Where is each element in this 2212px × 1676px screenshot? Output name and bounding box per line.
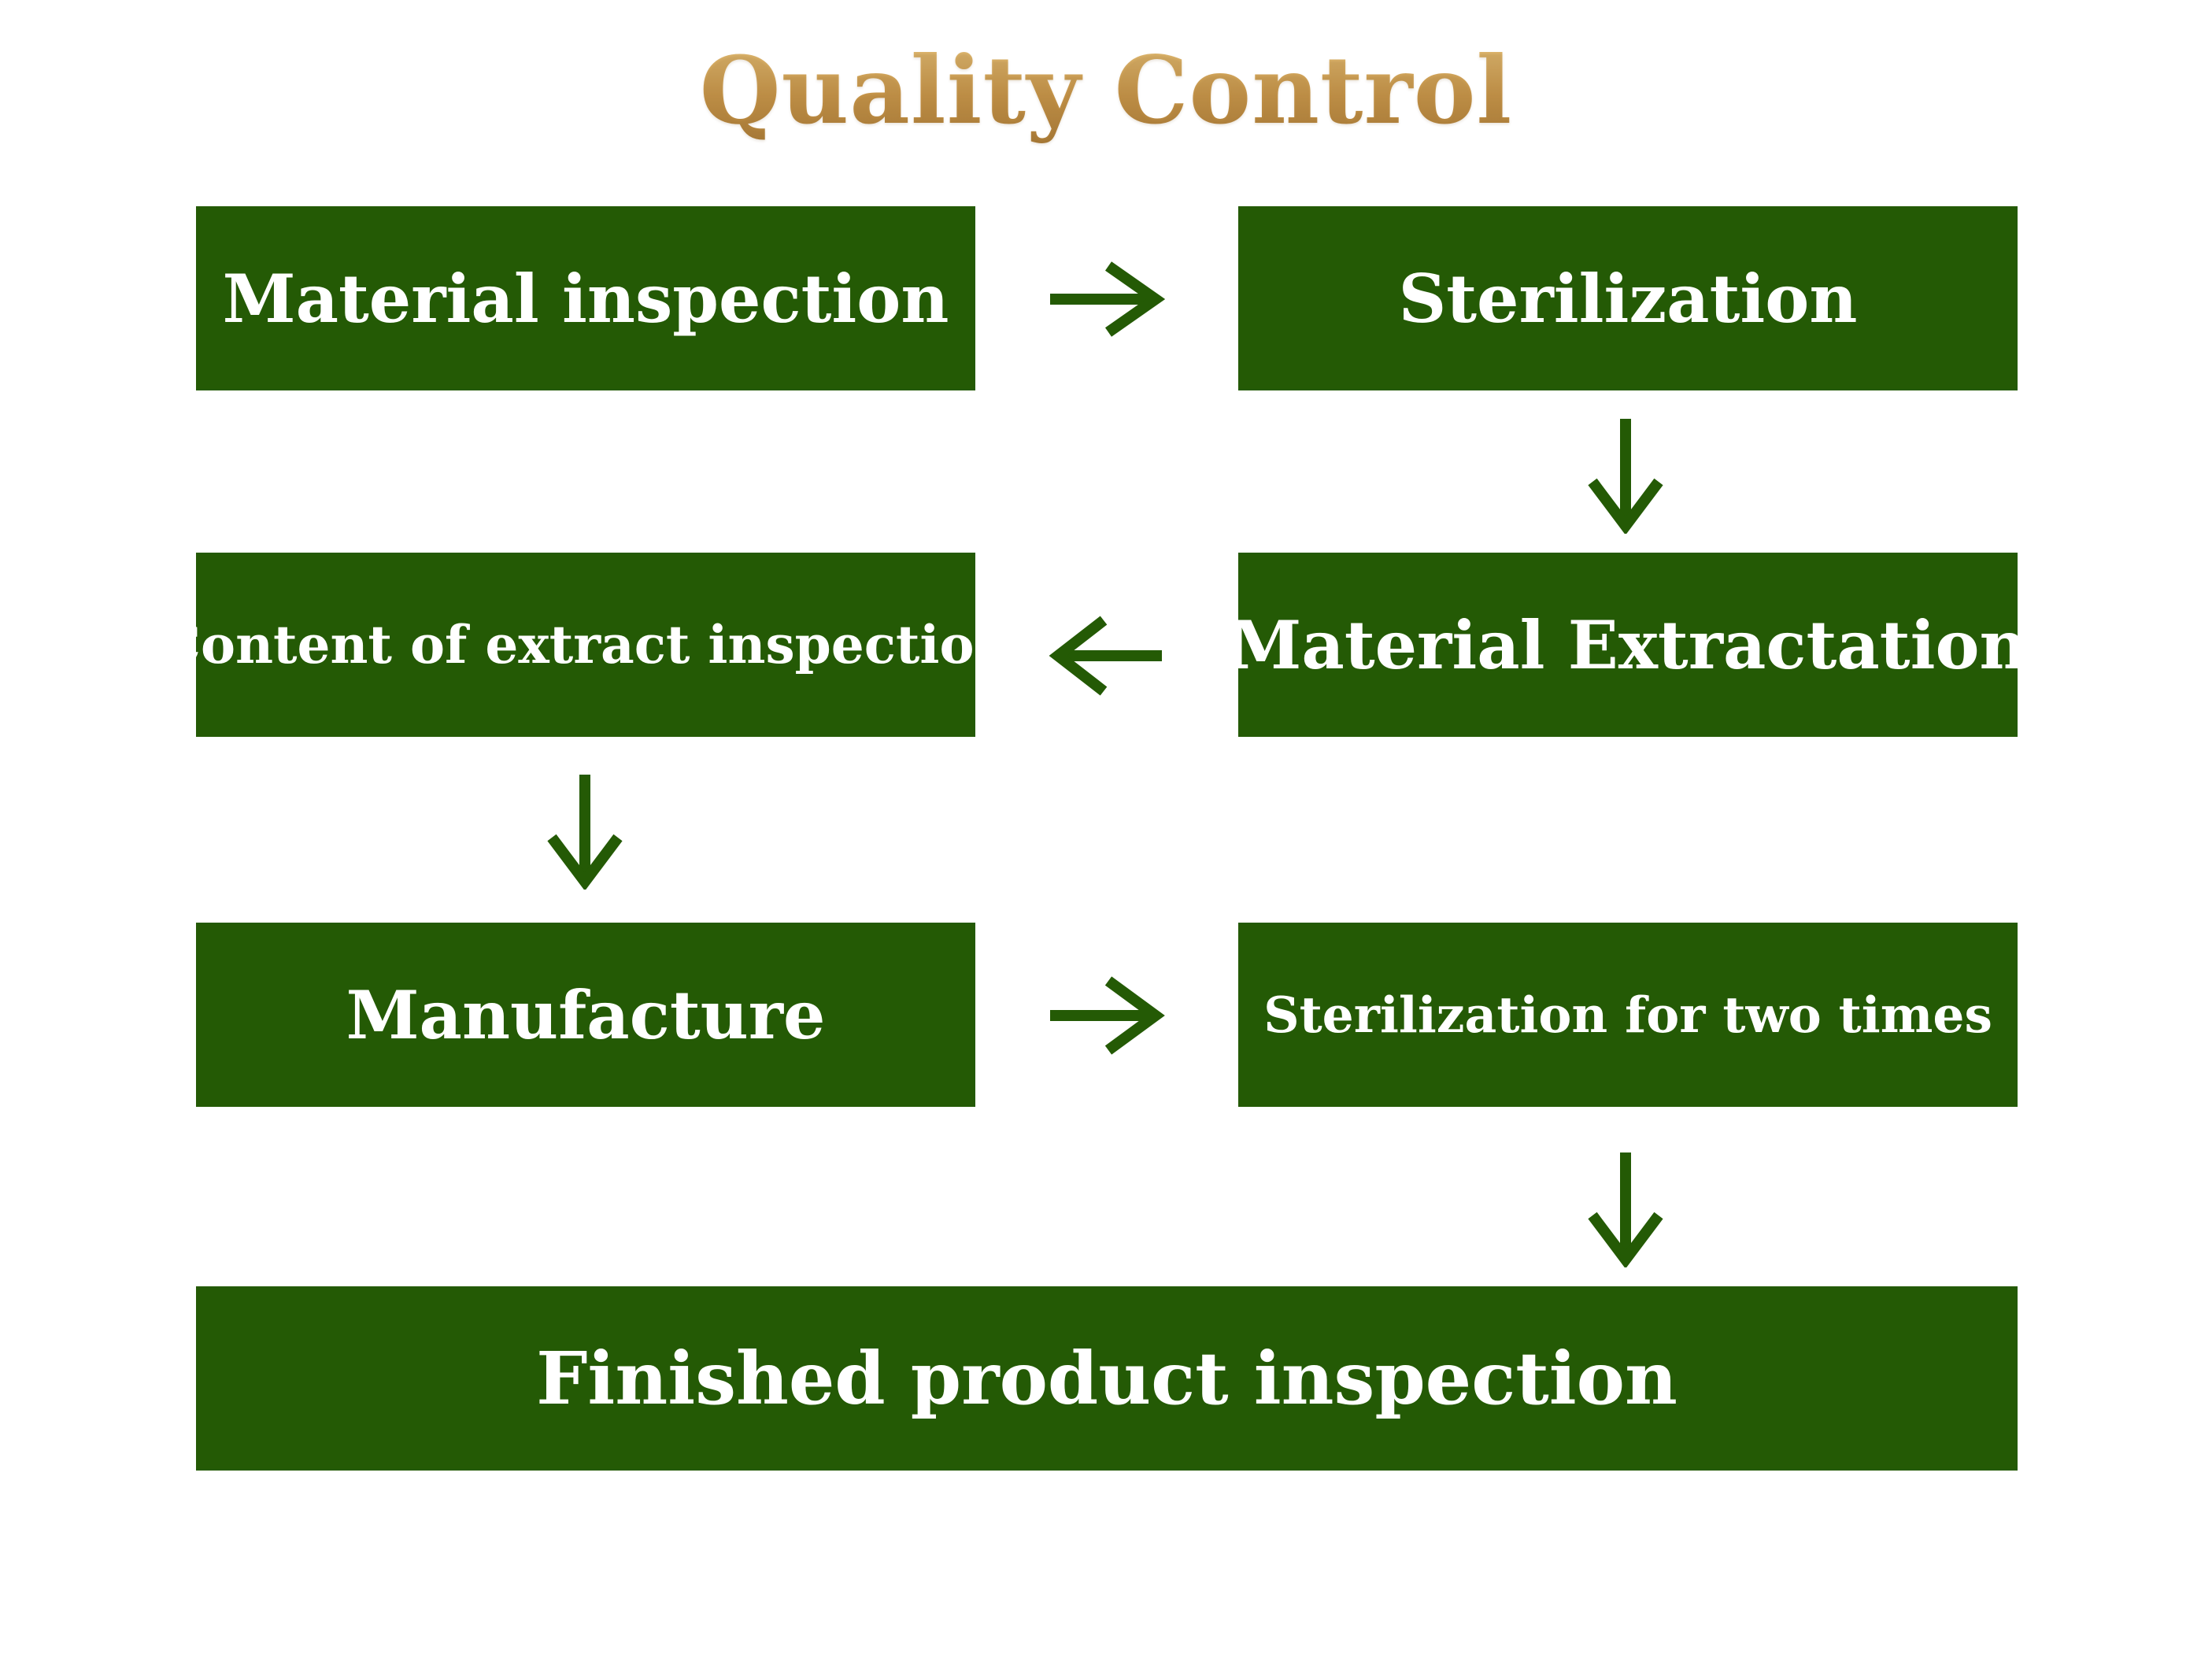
arrow-right-icon	[1047, 260, 1165, 339]
step-content-of-extract-inspection: Content of extract inspection	[160, 553, 1012, 737]
arrow-left-icon	[1047, 612, 1165, 699]
arrow-down-icon	[1586, 1151, 1665, 1267]
arrow-down-icon	[1586, 417, 1665, 534]
arrow-down-icon	[546, 773, 624, 890]
step-sterilization-for-two-times: Sterilization for two times	[1238, 923, 2018, 1107]
step-manufacture: Manufacture	[196, 923, 975, 1107]
page-title: Quality Control	[0, 31, 2212, 150]
step-finished-product-inspection: Finished product inspection	[196, 1286, 2018, 1471]
step-sterilization: Sterilization	[1238, 206, 2018, 390]
step-material-inspection: Material inspection	[196, 206, 975, 390]
step-material-extractation: Material Extractation	[1228, 553, 2028, 737]
arrow-right-icon	[1047, 975, 1165, 1056]
